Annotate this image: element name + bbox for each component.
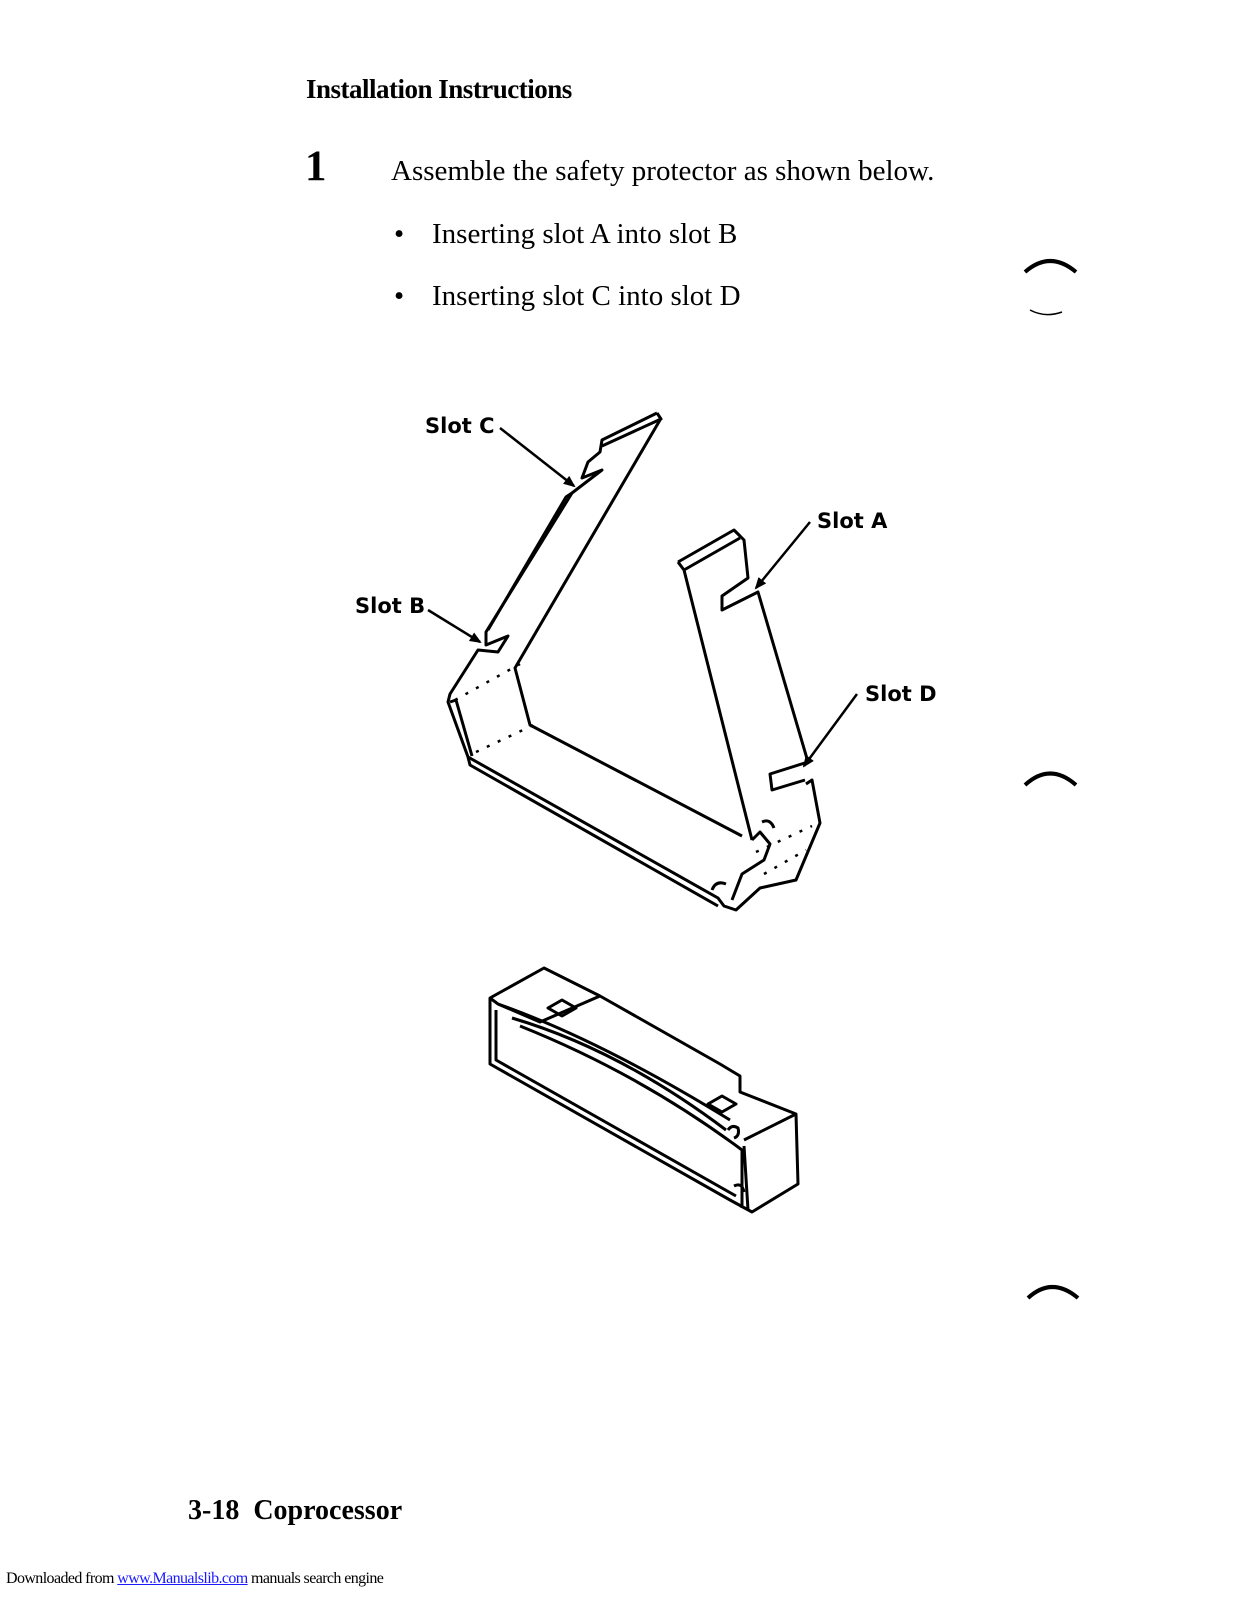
download-prefix: Downloaded from	[6, 1570, 118, 1587]
bullet-item: • Inserting slot A into slot B	[394, 218, 737, 251]
punch-hole-icon	[1023, 259, 1078, 274]
slot-d-arrow	[802, 693, 859, 768]
page-heading: Installation Instructions	[306, 74, 572, 104]
bullet-text: Inserting slot A into slot B	[432, 218, 738, 250]
manualslib-link[interactable]: www.Manualslib.com	[117, 1570, 248, 1587]
bullet-marker: •	[394, 280, 405, 312]
bullet-marker: •	[394, 218, 405, 250]
binder-hole-marks	[1023, 259, 1080, 1300]
slot-c-arrow	[499, 427, 576, 488]
bullet-text: Inserting slot C into slot D	[432, 280, 741, 312]
unfolded-protector-drawing	[446, 411, 822, 912]
bullet-item: • Inserting slot C into slot D	[394, 280, 741, 313]
page-number: 3-18	[188, 1495, 240, 1526]
slot-a-arrow	[754, 521, 811, 590]
label-arrows	[427, 427, 859, 768]
download-suffix: manuals search engine	[247, 1570, 384, 1587]
slot-d-label: Slot D	[865, 682, 937, 706]
punch-hole-icon	[1023, 771, 1078, 787]
section-name: Coprocessor	[253, 1495, 403, 1526]
download-credit: Downloaded from www.Manualslib.com manua…	[6, 1570, 384, 1588]
punch-hole-icon	[1026, 1285, 1080, 1300]
slot-b-arrow	[427, 608, 482, 644]
slot-a-label: Slot A	[817, 509, 888, 533]
slot-b-label: Slot B	[355, 594, 426, 618]
slot-c-label: Slot C	[425, 414, 495, 438]
step-instruction: Assemble the safety protector as shown b…	[391, 155, 935, 187]
assembled-protector-drawing	[488, 966, 800, 1214]
step-number: 1	[305, 143, 327, 190]
page-footer: 3-18 Coprocessor	[188, 1495, 402, 1527]
